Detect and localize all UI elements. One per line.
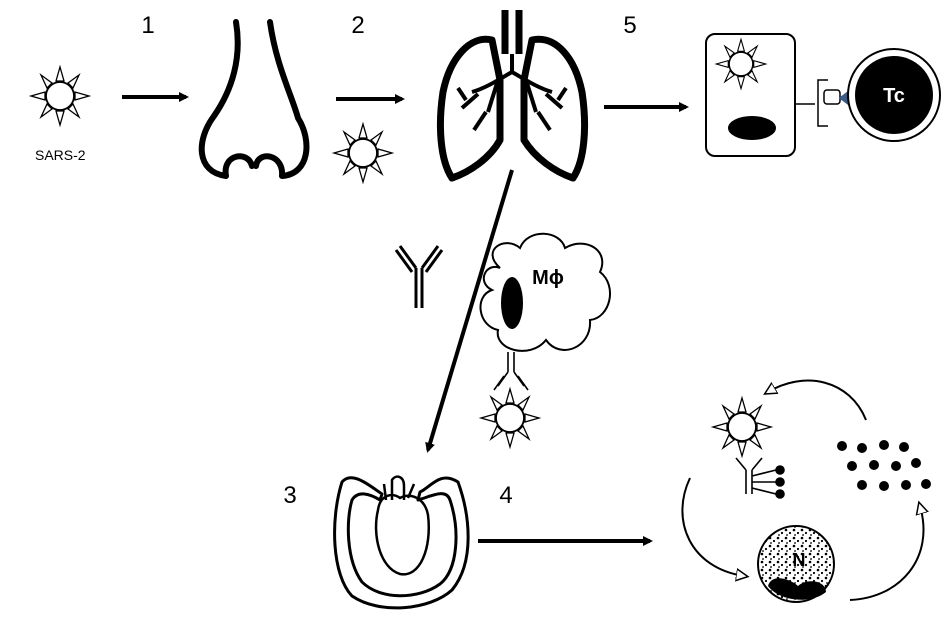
virus-icon (31, 67, 89, 125)
cycle-arrow-right (850, 506, 924, 600)
virus-icon (334, 124, 392, 182)
cycle-arrow-top (768, 381, 866, 420)
cell-nucleus (728, 116, 776, 140)
virus-icon (481, 389, 539, 447)
macrophage-cell: Mϕ (481, 234, 611, 351)
macrophage-label: Mϕ (532, 267, 564, 289)
neutrophil-cell: N (758, 526, 834, 602)
step-2-label: 2 (351, 12, 364, 39)
cytokine-dots (837, 440, 931, 491)
mhc-tcr-interface (795, 80, 848, 126)
inflammation-cycle: N (682, 381, 931, 602)
antibody-complement-complex (736, 458, 784, 498)
cytotoxic-t-cell: Tc (848, 49, 940, 141)
heart-pericardium-icon (335, 477, 469, 608)
receptor-antibody (494, 352, 528, 390)
infected-cell (706, 34, 795, 156)
nose-icon (202, 22, 307, 176)
antibody-icon (396, 246, 442, 308)
step-5-label: 5 (623, 12, 636, 39)
step-1-label: 1 (141, 12, 154, 39)
lungs-icon (440, 10, 584, 178)
neutrophil-label: N (793, 550, 806, 570)
macrophage-nucleus (501, 277, 523, 329)
virus-icon (713, 398, 771, 456)
virus-label: SARS-2 (35, 147, 86, 163)
step-3-label: 3 (283, 482, 296, 509)
tcell-label: Tc (883, 85, 905, 107)
step-4-label: 4 (499, 482, 512, 509)
cycle-arrow-left (682, 478, 744, 576)
